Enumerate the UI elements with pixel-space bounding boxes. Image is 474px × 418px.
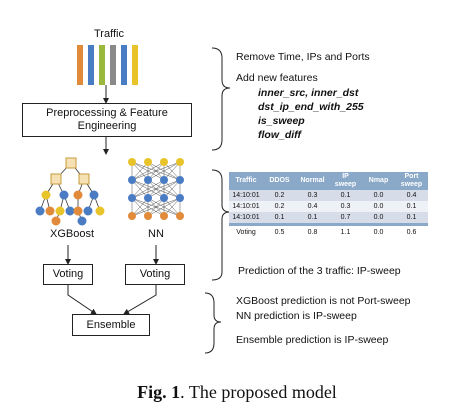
nn-node <box>144 194 152 202</box>
preprocessing-label: Preprocessing & Feature Engineering <box>46 107 168 132</box>
ensemble-label: Ensemble <box>86 318 136 331</box>
table-header: Traffic <box>229 172 263 190</box>
table-cell: 0.1 <box>395 212 428 225</box>
nn-node <box>176 176 184 184</box>
nn-node <box>144 158 152 166</box>
figure-caption: Fig. 1. The proposed model <box>0 382 474 403</box>
voting-row: Voting 0.5 0.8 1.1 0.0 0.6 <box>229 223 428 239</box>
xgboost-tree-icon <box>35 157 105 226</box>
table-cell: 0.0 <box>362 223 395 239</box>
table-cell: 0.2 <box>263 201 296 212</box>
table-cell: 14:10:01 <box>229 212 263 225</box>
table-cell: 0.4 <box>395 190 428 201</box>
voting-right-label: Voting <box>139 268 171 280</box>
caption-text: . The proposed model <box>180 382 337 402</box>
voting-box-left: Voting <box>43 264 93 285</box>
prediction-table: Traffic DDOS Normal IP sweep Nmap Port s… <box>229 172 428 239</box>
feature-item: flow_diff <box>258 129 301 141</box>
nn-prediction-text: NN prediction is IP-sweep <box>236 310 357 322</box>
traffic-label: Traffic <box>94 28 124 40</box>
feature-item: inner_src, inner_dst <box>258 87 359 99</box>
voting-box-right: Voting <box>125 264 185 285</box>
nn-node <box>128 176 136 184</box>
nn-node <box>144 176 152 184</box>
nn-node <box>160 176 168 184</box>
table-header: Port sweep <box>395 172 428 190</box>
table-cell: 0.1 <box>263 212 296 225</box>
table-cell: 0.1 <box>329 190 362 201</box>
table-cell: Voting <box>229 223 263 239</box>
table-cell: 0.5 <box>263 223 296 239</box>
table-cell: 1.1 <box>329 223 362 239</box>
table-header: Normal <box>296 172 329 190</box>
xgboost-prediction-text: XGBoost prediction is not Port-sweep <box>236 295 411 307</box>
nn-node <box>176 212 184 220</box>
table-cell: 0.3 <box>296 190 329 201</box>
traffic-bar <box>110 45 116 85</box>
table-header: IP sweep <box>329 172 362 190</box>
table-cell: 0.4 <box>296 201 329 212</box>
table-cell: 0.1 <box>395 201 428 212</box>
nn-node <box>176 158 184 166</box>
nn-node <box>128 158 136 166</box>
prediction-table-container: Traffic DDOS Normal IP sweep Nmap Port s… <box>229 172 428 239</box>
table-header-row: Traffic DDOS Normal IP sweep Nmap Port s… <box>229 172 428 190</box>
nn-label: NN <box>148 228 164 240</box>
nn-node <box>176 194 184 202</box>
nn-node <box>128 194 136 202</box>
table-row: 14:10:01 0.1 0.1 0.7 0.0 0.1 <box>229 212 428 225</box>
table-cell: 0.0 <box>362 190 395 201</box>
traffic-bar <box>121 45 127 85</box>
table-cell: 0.6 <box>395 223 428 239</box>
nn-node <box>144 212 152 220</box>
traffic-bar <box>132 45 138 85</box>
table-header: Nmap <box>362 172 395 190</box>
table-cell: 0.8 <box>296 223 329 239</box>
nn-node <box>160 158 168 166</box>
remove-features-text: Remove Time, IPs and Ports <box>236 51 370 63</box>
ensemble-prediction-text: Ensemble prediction is IP-sweep <box>236 334 389 346</box>
xgboost-label: XGBoost <box>50 228 95 240</box>
voting-left-label: Voting <box>52 268 84 280</box>
table-row: 14:10:01 0.2 0.3 0.1 0.0 0.4 <box>229 190 428 201</box>
add-features-text: Add new features <box>236 72 318 84</box>
table-cell: 14:10:01 <box>229 190 263 201</box>
table-cell: 0.7 <box>329 212 362 225</box>
new-features-list: inner_src, inner_dst dst_ip_end_with_255… <box>258 86 364 142</box>
table-header: DDOS <box>263 172 296 190</box>
table-cell: 0.2 <box>263 190 296 201</box>
table-cell: 0.0 <box>362 212 395 225</box>
table-row: 14:10:01 0.2 0.4 0.3 0.0 0.1 <box>229 201 428 212</box>
traffic-bar <box>99 45 105 85</box>
table-cell: 0.1 <box>296 212 329 225</box>
table-cell: 14:10:01 <box>229 201 263 212</box>
ensemble-box: Ensemble <box>72 314 150 336</box>
traffic-bar <box>88 45 94 85</box>
nn-node <box>128 212 136 220</box>
nn-node <box>160 212 168 220</box>
neural-network-icon <box>128 158 184 220</box>
caption-prefix: Fig. 1 <box>137 382 181 402</box>
nn-node <box>160 194 168 202</box>
table-cell: 0.3 <box>329 201 362 212</box>
prediction-summary-text: Prediction of the 3 traffic: IP-sweep <box>238 265 401 277</box>
table-cell: 0.0 <box>362 201 395 212</box>
traffic-bar <box>77 45 83 85</box>
feature-item: dst_ip_end_with_255 <box>258 101 364 113</box>
preprocessing-box: Preprocessing & Feature Engineering <box>22 103 192 137</box>
feature-item: is_sweep <box>258 115 305 127</box>
